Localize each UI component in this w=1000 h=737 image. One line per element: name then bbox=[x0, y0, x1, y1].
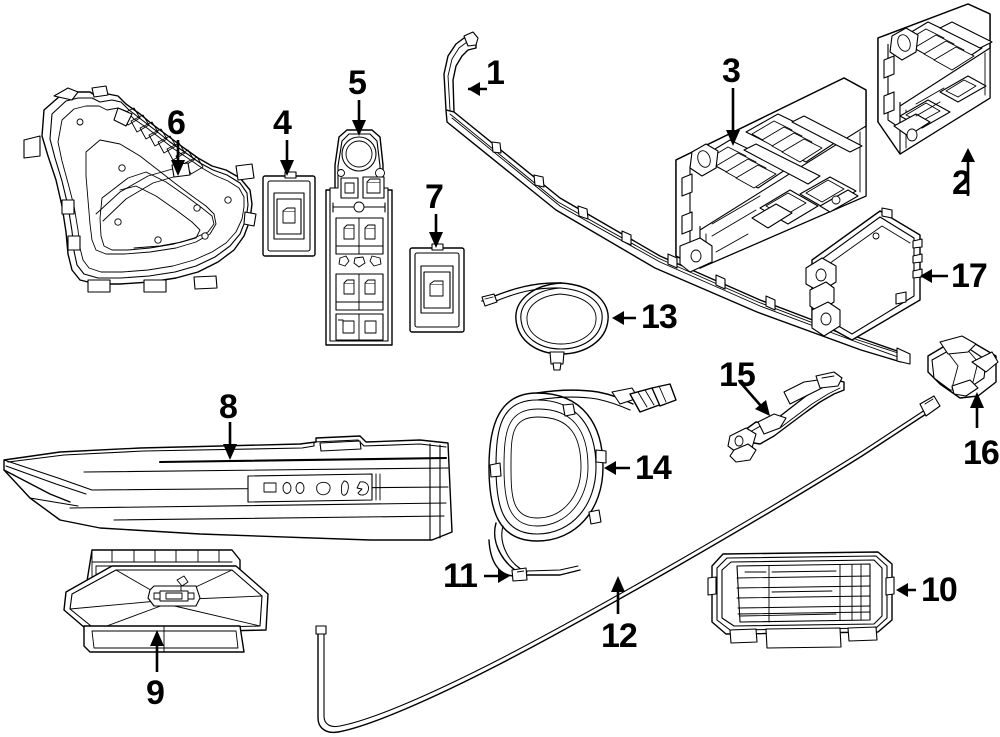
part-7-rear-window-switch bbox=[409, 243, 465, 333]
callout-label-16: 16 bbox=[963, 434, 1000, 472]
small-oval-icon-b bbox=[295, 482, 305, 494]
part-9-overhead-console bbox=[63, 549, 269, 653]
part-12-antenna-coaxial-cable bbox=[315, 395, 941, 734]
callout-label-13: 13 bbox=[641, 298, 678, 336]
callout-label-12: 12 bbox=[601, 617, 638, 655]
square-icon bbox=[263, 482, 277, 493]
callout-label-10: 10 bbox=[921, 571, 958, 609]
callout-label-7: 7 bbox=[425, 178, 444, 216]
part-13-antenna-cable-coil-short bbox=[481, 282, 609, 371]
callout-label-11: 11 bbox=[443, 557, 478, 595]
callout-label-3: 3 bbox=[722, 52, 741, 90]
part-10-air-outlet-grille bbox=[707, 551, 895, 649]
part-15-wire-harness-connector bbox=[727, 371, 845, 463]
callout-label-8: 8 bbox=[219, 388, 238, 426]
callout-label-14: 14 bbox=[635, 449, 672, 487]
part-2-control-module-right bbox=[877, 3, 993, 155]
part-4-single-window-switch bbox=[262, 171, 316, 257]
part-5-master-window-switch bbox=[325, 129, 393, 346]
hook-icon bbox=[340, 480, 349, 496]
trim-panel-icon-group bbox=[263, 480, 369, 496]
callout-label-1: 1 bbox=[486, 54, 505, 92]
callout-label-4: 4 bbox=[273, 104, 292, 142]
sunroof-switch-icon bbox=[147, 575, 201, 607]
callout-label-15: 15 bbox=[719, 356, 756, 394]
callout-label-9: 9 bbox=[146, 674, 165, 712]
blob-icon bbox=[316, 481, 331, 496]
callout-label-17: 17 bbox=[951, 257, 988, 295]
comma-icon bbox=[356, 481, 369, 496]
callout-label-2: 2 bbox=[952, 164, 971, 202]
callout-label-6: 6 bbox=[167, 104, 186, 142]
part-8-instrument-panel-trim bbox=[3, 435, 453, 541]
part-3-control-module-left bbox=[675, 77, 867, 273]
callout-label-5: 5 bbox=[348, 64, 367, 102]
part-16-antenna-amplifier-plug bbox=[927, 335, 999, 399]
part-17-body-control-module bbox=[805, 207, 923, 341]
part-6-headlamp-housing bbox=[23, 85, 257, 293]
part-14-antenna-cable-coil-long bbox=[488, 383, 677, 582]
callout-leaders bbox=[150, 82, 984, 672]
small-oval-icon-a bbox=[282, 482, 292, 494]
